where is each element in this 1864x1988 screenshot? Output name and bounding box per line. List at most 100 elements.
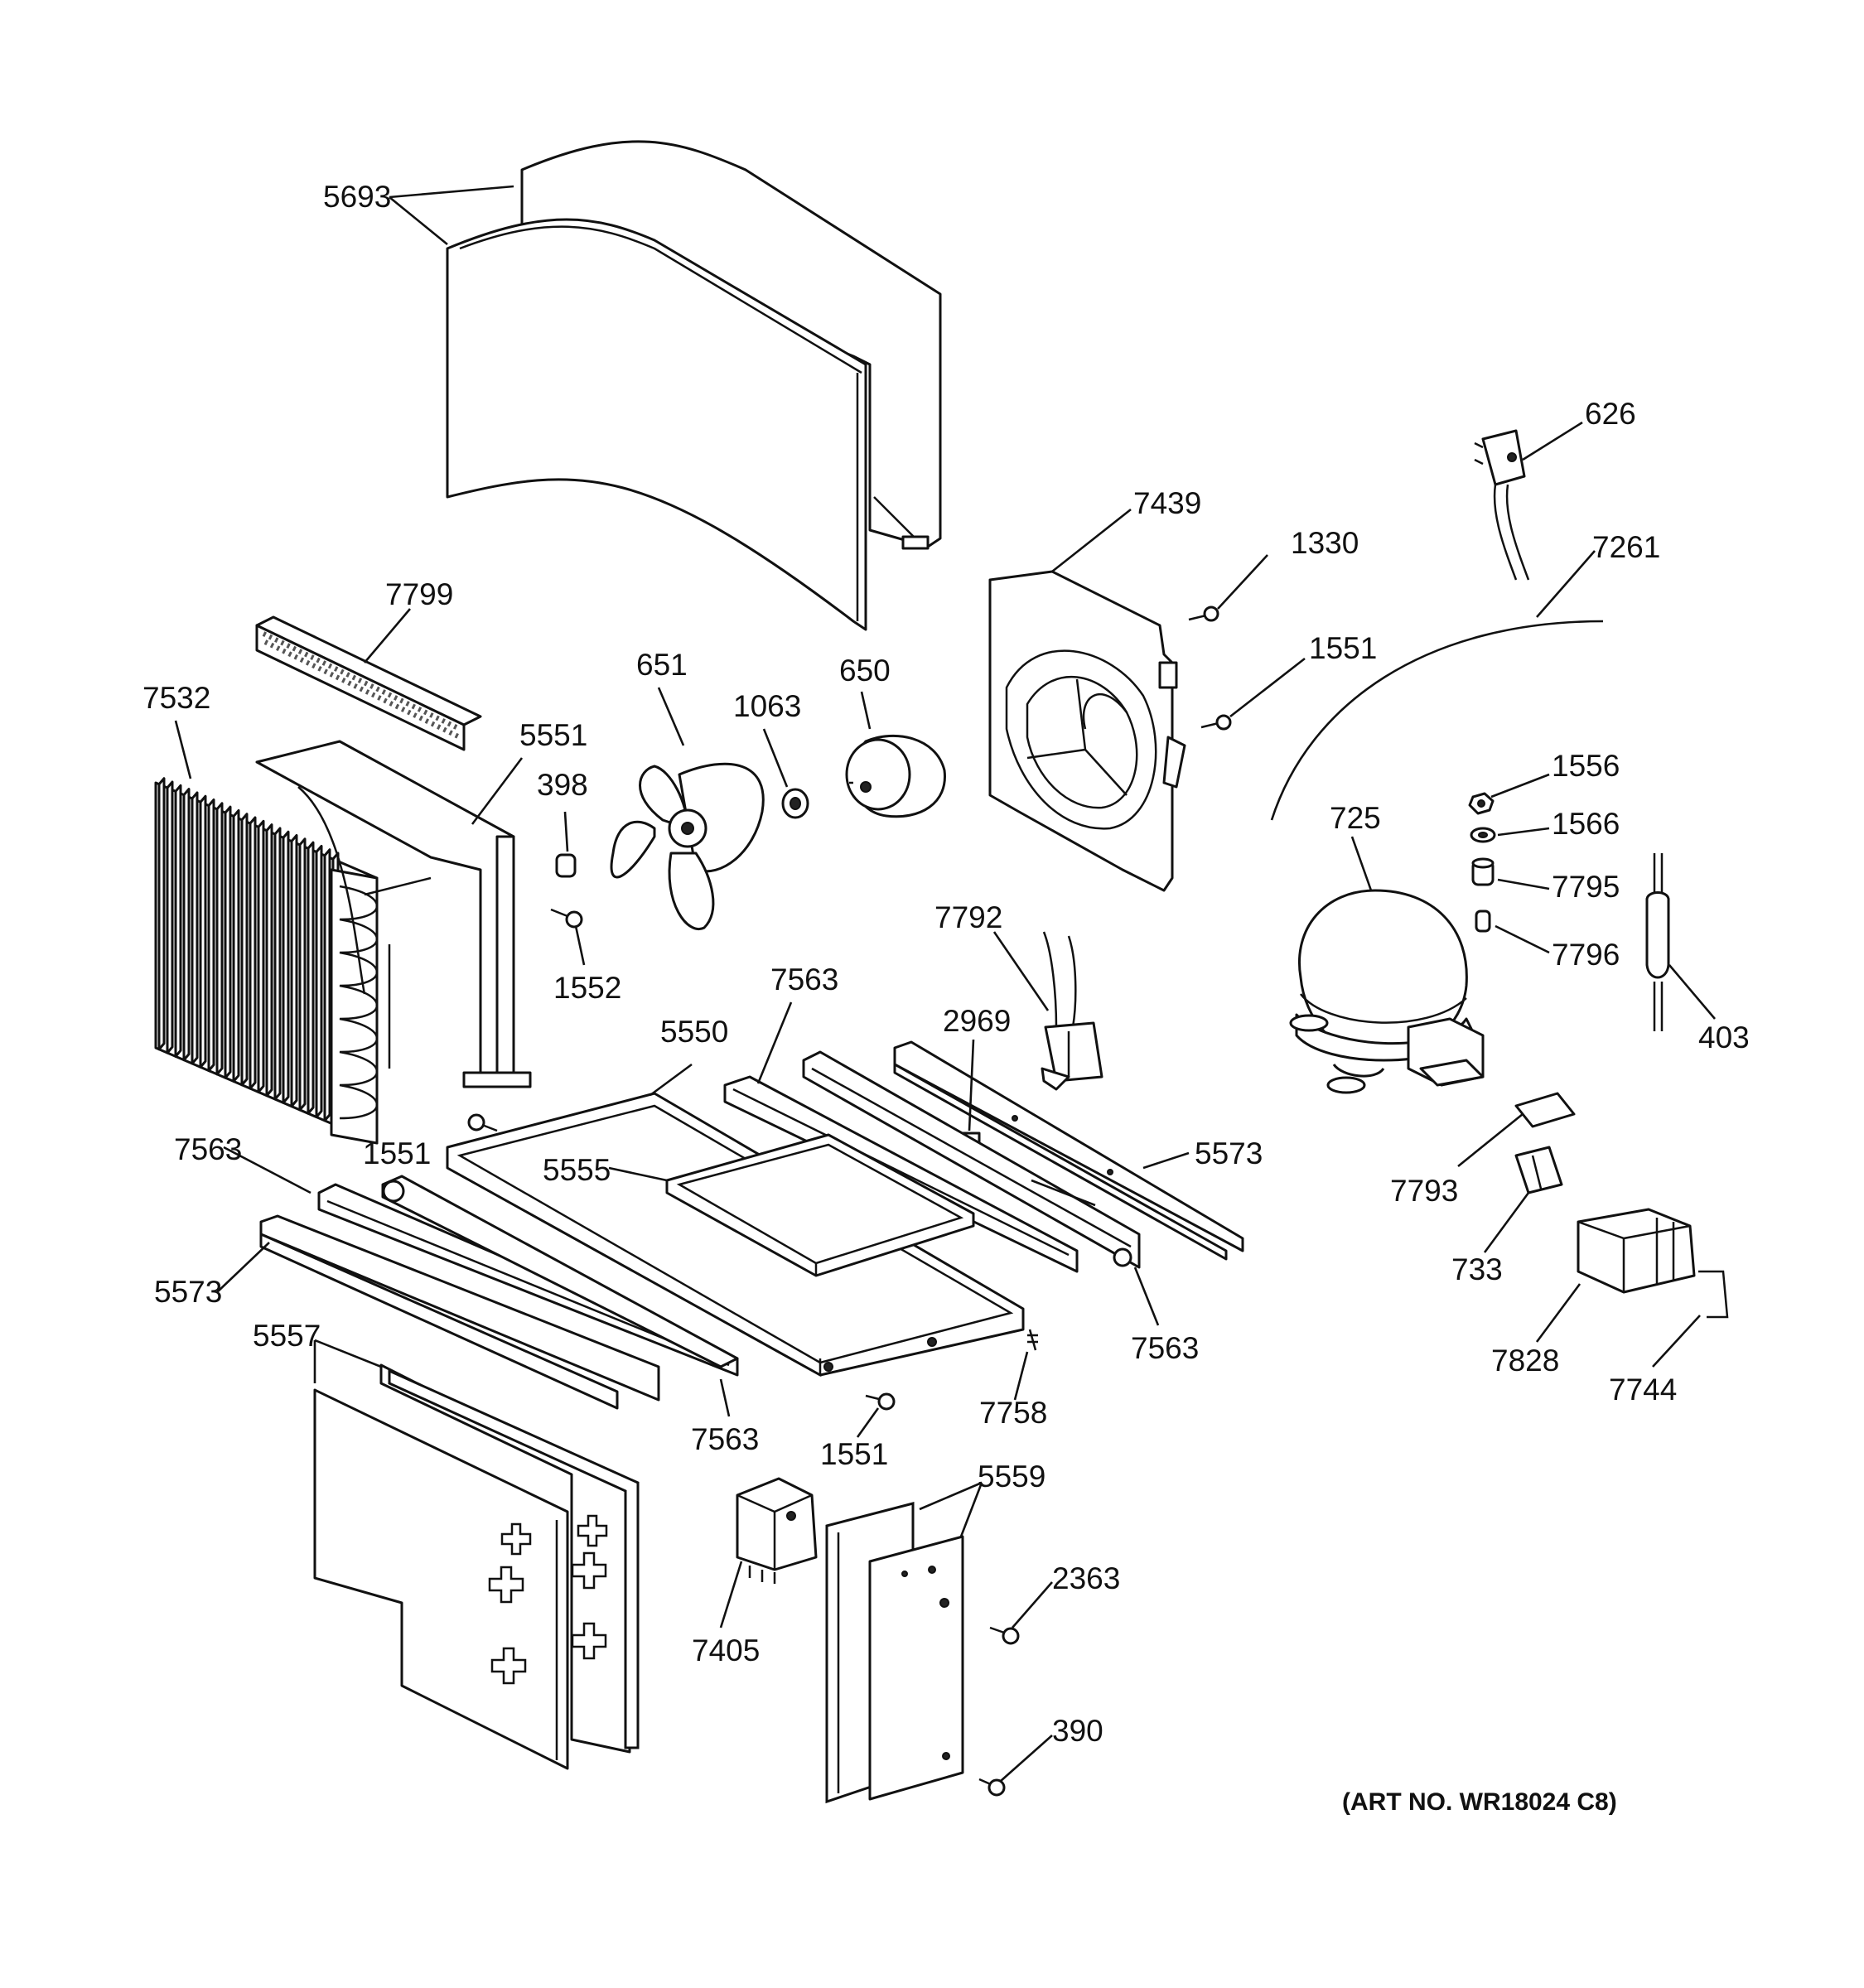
label-398: 398 (537, 768, 588, 802)
screw-2363 (989, 1626, 1020, 1645)
coil-fin (174, 784, 182, 1058)
coil-fin (215, 802, 224, 1076)
label-7532: 7532 (142, 681, 210, 715)
label-1551-bottom: 1551 (820, 1437, 888, 1471)
screw-1551-upper (1200, 714, 1232, 731)
label-7792: 7792 (934, 900, 1002, 934)
label-5557: 5557 (253, 1319, 321, 1353)
screw-390 (978, 1778, 1006, 1797)
condenser-coil (154, 777, 432, 1145)
clip-398 (555, 853, 577, 878)
label-7799: 7799 (385, 577, 453, 611)
coil-fin (249, 816, 257, 1090)
screw-1551-bottom (865, 1392, 896, 1411)
capacitor-box-7828 (1577, 1208, 1696, 1294)
rail-7563-left-mid (381, 1175, 739, 1368)
coil-fin (282, 830, 290, 1104)
label-5551: 5551 (519, 718, 587, 752)
compressor (1289, 889, 1485, 1094)
coil-fin (298, 837, 307, 1112)
coil-fin (224, 805, 232, 1079)
label-725: 725 (1330, 801, 1381, 835)
rail-7563-right (802, 1050, 1141, 1269)
label-1551-upper: 1551 (1309, 631, 1377, 665)
leader-lines (174, 185, 1716, 1782)
label-7793: 7793 (1390, 1174, 1458, 1208)
label-651: 651 (636, 648, 688, 682)
label-1566: 1566 (1552, 807, 1620, 841)
label-7828: 7828 (1491, 1344, 1559, 1378)
coil-fin (315, 844, 323, 1118)
label-5550: 5550 (660, 1015, 728, 1049)
fan-motor (845, 735, 946, 818)
nut-1556 (1468, 792, 1495, 815)
label-1551-left: 1551 (363, 1136, 431, 1170)
side-panel-front (313, 1388, 608, 1770)
coil-fin (290, 834, 298, 1108)
label-7405: 7405 (692, 1633, 760, 1667)
coil-fin (307, 841, 315, 1115)
condenser-shroud (255, 740, 532, 1088)
label-2363: 2363 (1052, 1561, 1120, 1595)
label-1063: 1063 (733, 689, 801, 723)
filter-dryer (1645, 853, 1670, 1031)
label-2969: 2969 (943, 1004, 1011, 1038)
label-1330: 1330 (1291, 526, 1359, 560)
screw-1551-left (467, 1113, 498, 1132)
label-733: 733 (1451, 1252, 1503, 1286)
label-626: 626 (1585, 397, 1636, 431)
label-7563-left: 7563 (174, 1132, 242, 1166)
label-7439: 7439 (1133, 486, 1201, 520)
label-7744: 7744 (1609, 1373, 1677, 1407)
side-panel-back (379, 1363, 640, 1754)
coil-fin (265, 823, 273, 1098)
label-5559: 5559 (978, 1460, 1045, 1493)
defrost-timer (736, 1477, 818, 1584)
grommet-7795 (1471, 857, 1495, 886)
relay-7792 (1041, 931, 1103, 1091)
coil-fin (273, 827, 282, 1101)
label-7261: 7261 (1592, 530, 1660, 564)
label-5555: 5555 (543, 1153, 611, 1187)
label-7563-bottom: 7563 (691, 1422, 759, 1456)
coil-fin (323, 848, 331, 1122)
label-390: 390 (1052, 1714, 1103, 1748)
label-7796: 7796 (1552, 938, 1620, 972)
label-7563-top: 7563 (770, 963, 838, 996)
label-5573-right: 5573 (1195, 1136, 1263, 1170)
base-pan (446, 1092, 1025, 1378)
label-650: 650 (839, 654, 891, 688)
coil-fin (199, 794, 207, 1069)
washer-1566 (1470, 827, 1496, 843)
label-5693: 5693 (323, 180, 391, 214)
fan-washer (781, 788, 809, 819)
rail-5573-right (893, 1040, 1244, 1261)
cover-7793 (1514, 1092, 1576, 1128)
part-labels: 5693 7799 7532 5551 651 1063 650 398 155… (142, 180, 1750, 1816)
coil-fin (257, 819, 265, 1093)
foam-strip (255, 615, 482, 751)
inner-tray (665, 1133, 975, 1277)
rail-5573-left (259, 1214, 660, 1410)
coil-fin (240, 813, 249, 1087)
access-panel-front (868, 1535, 964, 1801)
sleeve-7796 (1475, 910, 1491, 933)
screw-1330 (1188, 606, 1219, 622)
label-5573-left: 5573 (154, 1275, 222, 1309)
coil-fin (207, 799, 215, 1073)
coil-fin (232, 808, 240, 1083)
label-403: 403 (1698, 1021, 1750, 1054)
clip-7744 (1698, 1270, 1729, 1319)
screw-7758 (1027, 1329, 1038, 1351)
label-7563-right: 7563 (1131, 1331, 1199, 1365)
top-cover-panel (446, 140, 942, 631)
coil-fin (157, 777, 166, 1051)
label-7795: 7795 (1552, 870, 1620, 904)
cord-plug (1474, 429, 1530, 581)
label-1552: 1552 (553, 971, 621, 1005)
fan-bracket (988, 570, 1186, 892)
label-1556: 1556 (1552, 749, 1620, 783)
coil-fin (191, 791, 199, 1065)
fan-blade (610, 762, 765, 930)
